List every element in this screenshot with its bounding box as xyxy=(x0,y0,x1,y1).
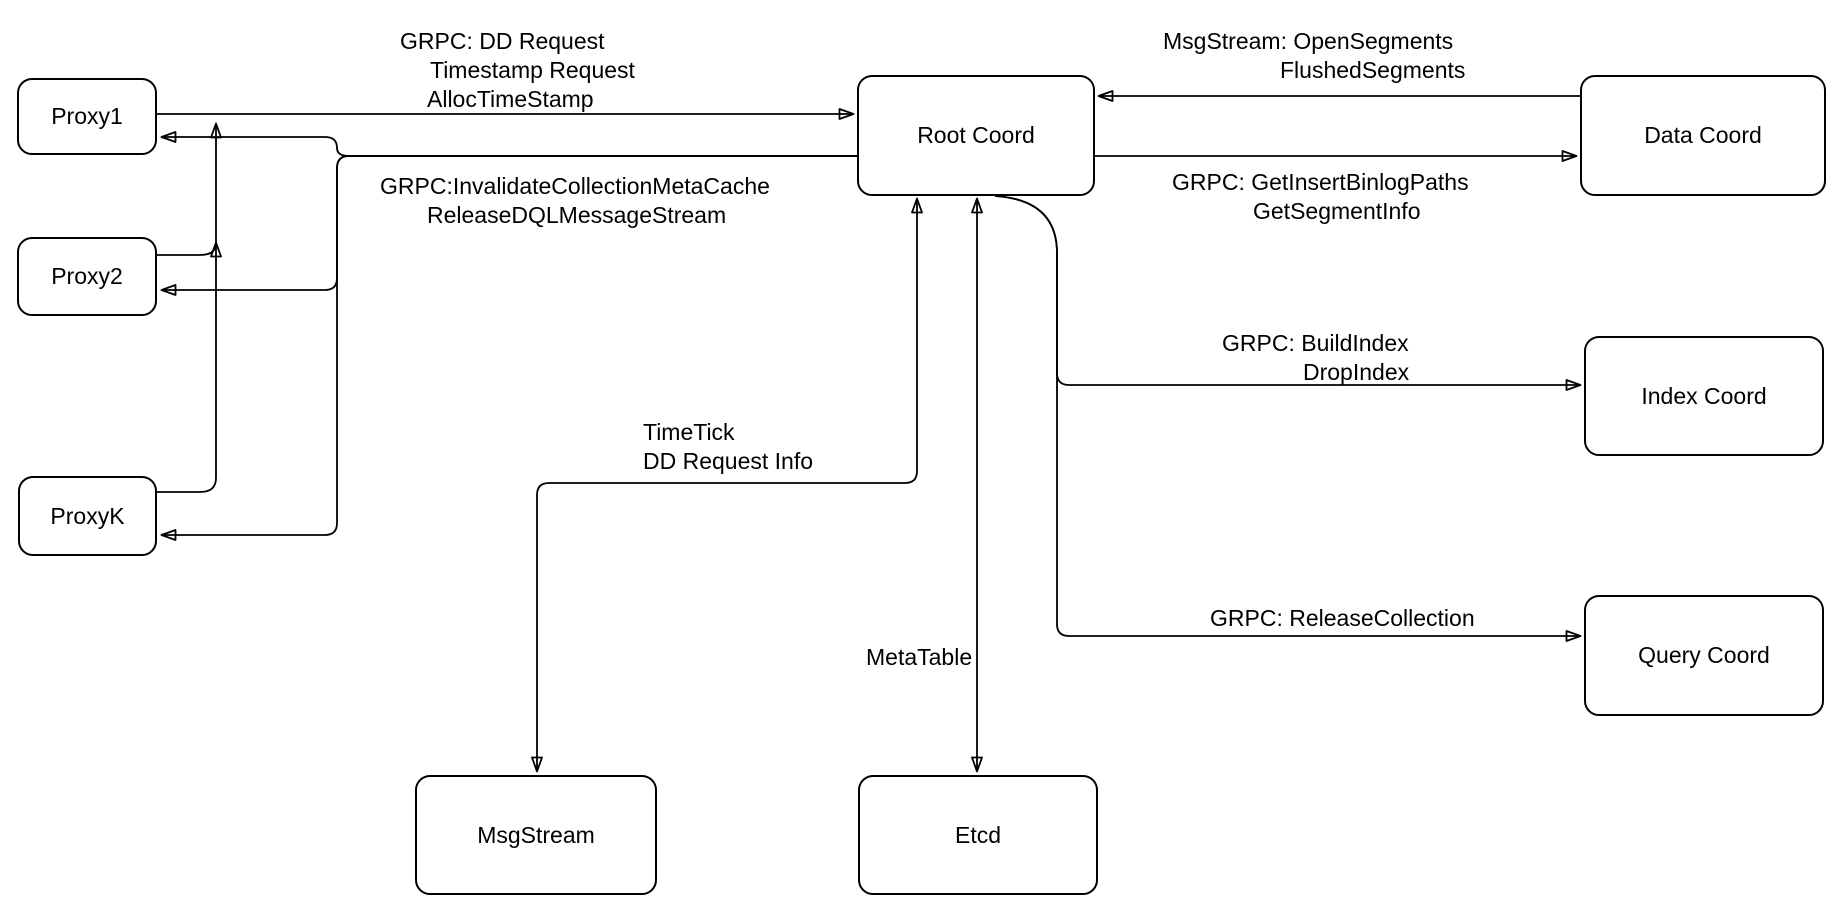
edge-proxyk-merge xyxy=(157,122,222,493)
node-query-coord-label: Query Coord xyxy=(1638,642,1770,668)
edge-label-line: MsgStream: OpenSegments xyxy=(1163,28,1454,54)
edge-label-root-to-data: GRPC: GetInsertBinlogPaths GetSegmentInf… xyxy=(1172,168,1469,226)
edge-label-root-to-msgstream: TimeTick DD Request Info xyxy=(643,418,813,476)
edge-label-line: GRPC: GetInsertBinlogPaths xyxy=(1172,169,1469,195)
edge-proxy2-merge xyxy=(157,241,222,258)
edge-label-proxy-to-root: GRPC: DD Request Timestamp Request Alloc… xyxy=(400,27,635,114)
edge-root-coord-to-proxy1 xyxy=(160,131,857,157)
node-proxy1-label: Proxy1 xyxy=(51,103,123,129)
node-msgstream: MsgStream xyxy=(415,775,657,895)
edge-label-line: GetSegmentInfo xyxy=(1253,198,1421,224)
node-root-coord: Root Coord xyxy=(857,75,1095,196)
node-query-coord: Query Coord xyxy=(1584,595,1824,716)
edge-label-line: FlushedSegments xyxy=(1280,57,1466,83)
node-proxy1: Proxy1 xyxy=(17,78,157,155)
edge-label-line: Timestamp Request xyxy=(430,57,635,83)
edge-root-coord-to-proxyk xyxy=(160,155,857,541)
node-index-coord-label: Index Coord xyxy=(1641,382,1767,409)
node-etcd: Etcd xyxy=(858,775,1098,895)
edge-label-root-to-etcd: MetaTable xyxy=(866,643,972,672)
edge-label-line: GRPC:InvalidateCollectionMetaCache xyxy=(380,173,770,199)
node-data-coord-label: Data Coord xyxy=(1644,122,1762,148)
node-etcd-label: Etcd xyxy=(954,821,1002,848)
node-proxyk-label: ProxyK xyxy=(50,502,125,529)
node-msgstream-label: MsgStream xyxy=(477,821,595,848)
node-proxyk: ProxyK xyxy=(18,476,157,556)
edge-label-line: GRPC: BuildIndex xyxy=(1222,330,1409,356)
edge-label-line: MetaTable xyxy=(866,644,973,670)
edge-label-line: GRPC: DD Request xyxy=(400,28,605,54)
node-data-coord: Data Coord xyxy=(1580,75,1826,196)
node-index-coord: Index Coord xyxy=(1584,336,1824,456)
edge-label-line: DropIndex xyxy=(1303,359,1410,385)
edge-label-data-to-root: MsgStream: OpenSegments FlushedSegments xyxy=(1163,27,1465,85)
edge-label-line: GRPC: ReleaseCollection xyxy=(1210,605,1475,631)
edge-label-root-to-index: GRPC: BuildIndex DropIndex xyxy=(1222,329,1409,387)
edge-label-root-to-proxy: GRPC:InvalidateCollectionMetaCache Relea… xyxy=(380,172,770,230)
edge-label-line: AllocTimeStamp xyxy=(427,86,594,112)
edge-label-line: ReleaseDQLMessageStream xyxy=(427,202,727,228)
edge-label-root-to-query: GRPC: ReleaseCollection xyxy=(1210,604,1475,633)
edge-label-line: DD Request Info xyxy=(643,448,814,474)
edge-root-coord-to-query-coord xyxy=(994,195,1582,642)
node-proxy2: Proxy2 xyxy=(17,237,157,316)
node-root-coord-label: Root Coord xyxy=(917,122,1035,148)
node-proxy2-label: Proxy2 xyxy=(51,263,123,289)
edge-label-line: TimeTick xyxy=(643,419,735,445)
edge-root-coord-to-msgstream xyxy=(531,197,923,773)
